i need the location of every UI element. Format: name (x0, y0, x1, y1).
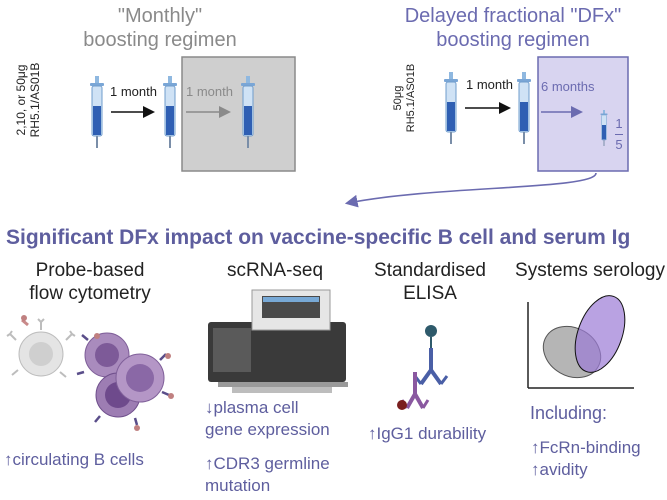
plasma-cell-line1: ↓plasma cell (205, 398, 299, 417)
dfx-interval-1: 1 month (466, 77, 513, 92)
impact-banner: Significant DFx impact on vaccine-specif… (6, 226, 631, 249)
syringe-icon (443, 71, 459, 145)
curved-arrow-icon (344, 172, 597, 208)
monthly-highlight-box (181, 56, 296, 172)
serology-including: Including: (530, 403, 608, 423)
col-flow-cytometry-title: Probe-based flow cytometry (0, 259, 180, 305)
sequencer-icon (208, 289, 348, 393)
monthly-title-line1: "Monthly" (117, 5, 203, 27)
monthly-dose-line2: RH5.1/AS01B (28, 62, 42, 138)
antibody-icon (397, 325, 449, 410)
elisa-title-line2: ELISA (403, 283, 457, 304)
finding-plasma-cell: ↓plasma cell gene expression (205, 397, 330, 441)
dfx-title: Delayed fractional "DFx" boosting regime… (388, 4, 638, 52)
fraction-bar (615, 134, 623, 135)
finding-circulating-b-cells: ↑circulating B cells (4, 450, 144, 469)
finding-cdr3: ↑CDR3 germline mutation (205, 453, 330, 497)
fraction-denominator: 5 (615, 137, 623, 152)
elisa-title-line1: Standardised (374, 260, 486, 281)
dfx-title-line1: Delayed fractional "DFx" (404, 5, 622, 27)
col-elisa-title: Standardised ELISA (365, 259, 495, 305)
monthly-interval-2: 1 month (186, 84, 233, 99)
serology-plot (527, 295, 634, 389)
monthly-dose-line1: 2,10, or 50μg (14, 64, 28, 136)
cdr3-line1: ↑CDR3 germline (205, 454, 330, 473)
fraction-numerator: 1 (615, 116, 623, 131)
plasma-cell-line2: gene expression (205, 420, 330, 439)
monthly-interval-1: 1 month (110, 84, 157, 99)
dfx-dose-line2: RH5.1/AS01B (405, 63, 417, 133)
monthly-title: "Monthly" boosting regimen (40, 4, 280, 52)
finding-igg1-durability: ↑IgG1 durability (368, 424, 487, 443)
cdr3-line2: mutation (205, 476, 271, 495)
b-cell-icon (6, 315, 76, 378)
monthly-title-line2: boosting regimen (83, 29, 237, 51)
dfx-highlight-box (537, 56, 629, 172)
flow-title-line2: flow cytometry (29, 283, 151, 304)
dfx-fraction: 1 5 (612, 116, 626, 153)
dfx-interval-2: 6 months (541, 79, 595, 94)
b-cell-cluster-icon (76, 332, 174, 431)
monthly-dose-label: 2,10, or 50μg RH5.1/AS01B (14, 45, 42, 155)
flow-title-line1: Probe-based (35, 260, 145, 281)
dfx-dose-line1: 50μg (392, 85, 404, 111)
syringe-icon (89, 75, 105, 149)
col-systems-serology-title: Systems serology (515, 260, 665, 281)
finding-avidity: ↑avidity (531, 460, 588, 479)
dfx-dose-label: 50μg RH5.1/AS01B (392, 53, 418, 143)
col-scrnaseq-title: scRNA-seq (226, 260, 324, 281)
syringe-icon (162, 75, 178, 149)
syringe-icon (516, 71, 532, 145)
finding-fcrn-binding: ↑FcRn-binding (531, 438, 641, 457)
dfx-title-line2: boosting regimen (436, 29, 590, 51)
